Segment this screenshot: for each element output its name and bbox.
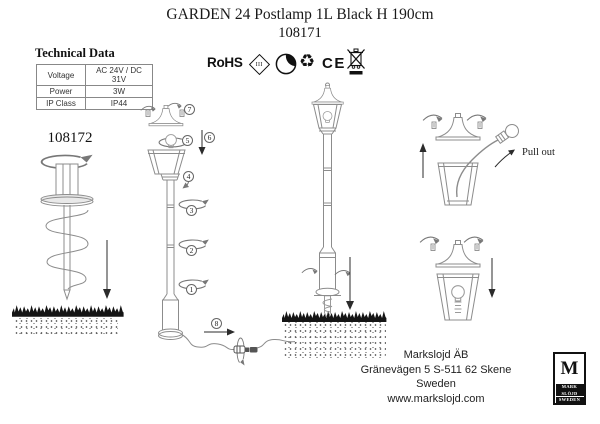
company-info: Markslojd ÄB Gränevägen 5 S-511 62 Skene… — [346, 348, 526, 406]
cap-refit-illustration — [419, 236, 496, 321]
cap-removal-illustration — [419, 113, 519, 206]
table-cell-value: IP44 — [85, 97, 153, 110]
page-title: GARDEN 24 Postlamp 1L Black H 190cm — [166, 6, 434, 23]
ce-mark-icon: CE — [322, 55, 346, 72]
screw-icon — [431, 121, 437, 129]
rotate-arc-icon — [301, 268, 319, 275]
screw-icon — [430, 243, 436, 251]
pull-out-label: Pull out — [522, 147, 555, 158]
rohs-label: RoHS — [207, 55, 243, 70]
company-address: Gränevägen 5 S-511 62 Skene — [360, 363, 512, 376]
table-cell-label: Voltage — [36, 64, 86, 86]
step-marker-8: 8 — [211, 318, 222, 329]
table-row: Voltage AC 24V / DC 31V — [36, 64, 153, 86]
rotate-arc-icon — [166, 102, 183, 109]
technical-data-table: Voltage AC 24V / DC 31V Power 3W IP Clas… — [36, 64, 153, 110]
recycle-icon: ♻ — [299, 51, 316, 71]
table-row: IP Class IP44 — [36, 97, 153, 110]
accessory-product-number: 108172 — [47, 130, 93, 146]
technical-data-heading: Technical Data — [35, 46, 115, 60]
step-marker-7: 7 — [184, 104, 195, 115]
class-iii-diamond-icon: III — [248, 53, 270, 75]
rotate-arc-icon — [463, 236, 485, 245]
rotate-arc-icon — [466, 114, 488, 123]
table-cell-label: IP Class — [36, 97, 86, 110]
logo-letter: M — [560, 358, 579, 380]
company-country: Sweden — [416, 378, 456, 390]
bulb-icon — [505, 124, 519, 138]
rotate-arc-icon — [419, 236, 441, 245]
table-row: Power 3W — [36, 85, 153, 98]
logo-word-2: SLÖJD — [555, 390, 584, 396]
company-website: www.markslojd.com — [387, 392, 485, 405]
ground-screw-illustration — [12, 153, 124, 317]
weee-crossed-bin-icon — [347, 48, 365, 75]
company-name: Markslojd ÄB — [403, 349, 469, 361]
screw-icon — [145, 109, 151, 117]
bulb-icon — [165, 134, 177, 149]
soil-texture — [14, 318, 118, 336]
class-iii-marking: III — [255, 60, 263, 67]
lamp-cap — [435, 113, 481, 141]
step-marker-3: 3 — [186, 205, 197, 216]
step-marker-1: 1 — [186, 284, 197, 295]
cable — [455, 139, 499, 198]
step-marker-6: 6 — [204, 132, 215, 143]
table-cell-value: AC 24V / DC 31V — [85, 64, 153, 86]
product-number: 108171 — [278, 25, 322, 41]
step-marker-2: 2 — [186, 245, 197, 256]
cable — [180, 333, 235, 351]
dusk-sensor-icon — [275, 53, 297, 75]
table-cell-label: Power — [36, 85, 86, 98]
step-marker-4: 4 — [183, 171, 194, 182]
grass-texture — [282, 311, 387, 322]
logo-word-1: MARK — [555, 383, 584, 390]
soil-texture — [283, 322, 386, 358]
rotate-arc-icon — [422, 114, 444, 123]
screw-icon — [474, 243, 480, 251]
step-marker-5: 5 — [182, 135, 193, 146]
lamp-cap — [435, 240, 481, 268]
exploded-assembly-illustration — [140, 102, 296, 366]
logo-word-3: SWEDEN — [555, 396, 584, 403]
assembled-postlamp-illustration — [282, 82, 387, 322]
cable-connector — [249, 347, 258, 353]
lamp-cap — [311, 85, 344, 105]
markslojd-logo: M MARK SLÖJD SWEDEN — [553, 352, 586, 405]
screw-icon — [477, 121, 483, 129]
rotate-arc-icon — [334, 270, 352, 277]
grass-texture — [12, 305, 124, 317]
